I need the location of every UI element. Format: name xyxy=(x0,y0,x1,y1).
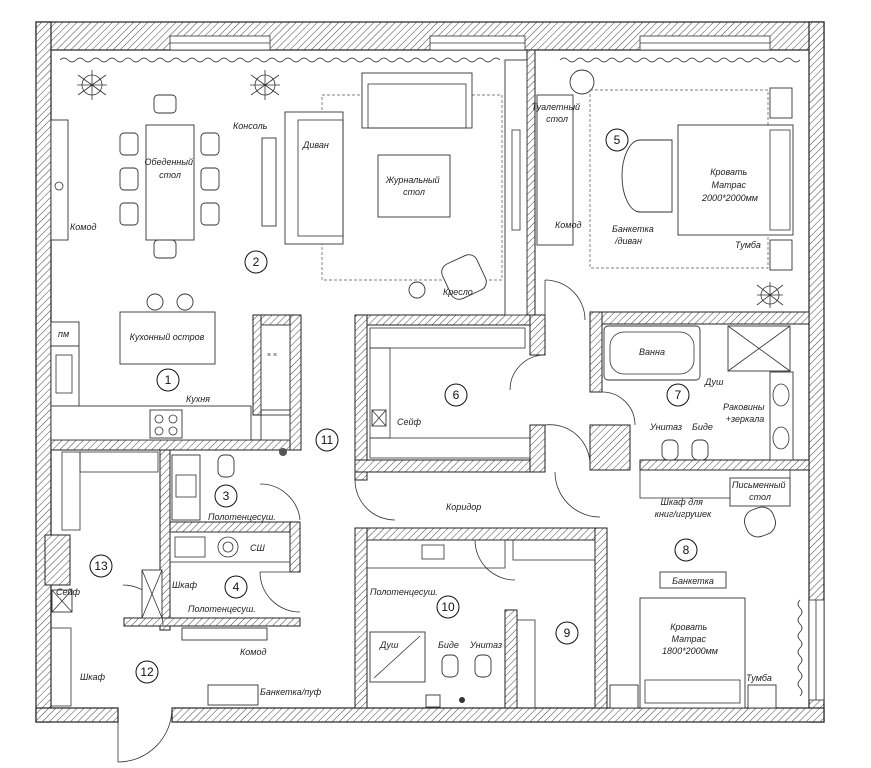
label-wardrobe-4: Шкаф xyxy=(172,580,198,590)
room-number-5: 5 xyxy=(605,128,629,152)
svg-text:2: 2 xyxy=(253,255,260,269)
plant-icon xyxy=(77,70,280,100)
room-number-12: 12 xyxy=(135,660,159,684)
label-kitchen: Кухня xyxy=(186,394,210,404)
label-shower-10: Душ xyxy=(379,640,399,650)
svg-text:7: 7 xyxy=(675,388,682,402)
label-toilet-10: Унитаз xyxy=(469,640,502,650)
label-toilet-7: Унитаз xyxy=(649,422,682,432)
svg-text:4: 4 xyxy=(233,580,240,594)
svg-text:9: 9 xyxy=(564,626,571,640)
bathroom-7-furniture xyxy=(603,325,794,461)
svg-text:11: 11 xyxy=(321,433,334,447)
label-bath: Ванна xyxy=(639,347,665,357)
svg-text:3: 3 xyxy=(223,489,230,503)
label-shower-7: Душ xyxy=(704,377,724,387)
svg-text:× ×: × × xyxy=(267,352,277,359)
room-number-2: 2 xyxy=(244,250,268,274)
label-dining-table: Обеденный стол xyxy=(145,157,196,180)
svg-text:13: 13 xyxy=(94,559,108,573)
room-numbers: 1 2 3 4 5 6 7 8 9 10 11 12 13 xyxy=(89,128,698,684)
bathroom-10-furniture xyxy=(366,539,506,708)
kitchen-furniture: × × xyxy=(50,293,291,456)
label-commode-left: Комод xyxy=(70,222,96,232)
label-bench-pouf: Банкетка/пуф xyxy=(260,687,322,697)
label-towel-dryer-10: Полотенцесуш. xyxy=(370,587,438,597)
svg-text:8: 8 xyxy=(683,543,690,557)
label-dressing-table: Туалетный стол xyxy=(531,102,582,124)
furniture-labels: Обеденный стол Комод Консоль Диван Журна… xyxy=(56,102,788,697)
room-number-6: 6 xyxy=(444,383,468,407)
room-number-13: 13 xyxy=(89,554,113,578)
label-towel-dryer-4: Полотенцесуш. xyxy=(188,604,256,614)
label-console: Консоль xyxy=(233,121,268,131)
label-safe-13: Сейф xyxy=(56,587,81,597)
master-bedroom-furniture xyxy=(536,69,794,308)
room-number-7: 7 xyxy=(666,383,690,407)
bedroom-8-furniture xyxy=(609,469,791,709)
label-commode-bedroom: Комод xyxy=(555,220,581,230)
label-bidet-10: Биде xyxy=(438,640,459,650)
label-coffee-table: Журнальный стол xyxy=(385,175,442,197)
label-nightstand-8: Тумба xyxy=(746,673,772,683)
room-number-8: 8 xyxy=(674,538,698,562)
room-9-furniture xyxy=(512,539,596,709)
living-dining-furniture xyxy=(50,59,528,316)
room-number-9: 9 xyxy=(555,621,579,645)
outer-walls xyxy=(35,21,825,723)
label-nightstand-master: Тумба xyxy=(735,240,761,250)
svg-text:6: 6 xyxy=(453,388,460,402)
label-bench-8: Банкетка xyxy=(672,576,714,586)
room-number-1: 1 xyxy=(156,368,180,392)
label-bed-8: Кровать Матрас 1800*2000мм xyxy=(662,622,718,656)
svg-text:5: 5 xyxy=(614,133,621,147)
room-number-3: 3 xyxy=(214,484,238,508)
label-towel-dryer-3: Полотенцесуш. xyxy=(208,512,276,522)
label-armchair: Кресло xyxy=(443,287,473,297)
label-bed-master: Кровать Матрас 2000*2000мм xyxy=(701,167,758,203)
label-corridor: Коридор xyxy=(446,502,481,512)
label-commode-12: Комод xyxy=(240,647,266,657)
label-bench-sofa: Банкетка /диван xyxy=(612,224,656,246)
label-desk: Письменный стол xyxy=(732,480,788,502)
svg-text:1: 1 xyxy=(165,373,172,387)
dressing-room-furniture xyxy=(369,327,531,459)
room-number-4: 4 xyxy=(224,575,248,599)
plant-icon xyxy=(756,282,784,308)
label-fridge: пм xyxy=(58,329,69,339)
label-sinks-mirrors: Раковины +зеркала xyxy=(723,402,767,424)
rooms-3-4-furniture xyxy=(141,454,291,619)
label-wardrobe-12: Шкаф xyxy=(80,672,106,682)
room-number-11: 11 xyxy=(315,428,339,452)
label-bidet-7: Биде xyxy=(692,422,713,432)
room-number-10: 10 xyxy=(436,595,460,619)
label-washer: СШ xyxy=(250,543,265,553)
svg-text:12: 12 xyxy=(140,665,154,679)
label-safe-6: Сейф xyxy=(397,417,422,427)
label-sofa: Диван xyxy=(302,140,329,150)
partitions xyxy=(44,49,810,709)
rooms-12-13-furniture xyxy=(50,451,268,707)
label-kitchen-island: Кухонный остров xyxy=(130,332,205,342)
svg-text:10: 10 xyxy=(441,600,455,614)
label-bookcase: Шкаф для книг/игрушек xyxy=(655,497,712,519)
